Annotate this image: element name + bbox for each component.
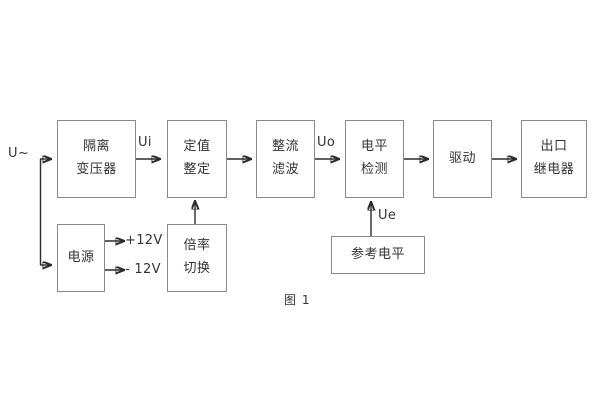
block-label-line1: 隔离 bbox=[82, 139, 110, 155]
block-isolation-transformer[interactable]: 隔离 变压器 bbox=[57, 120, 136, 198]
block-label-line2: 滤波 bbox=[271, 162, 299, 177]
label-minus-12v: - 12V bbox=[125, 262, 161, 277]
block-label-line1: 整流 bbox=[271, 139, 299, 155]
block-label-line1: 驱动 bbox=[448, 150, 476, 166]
block-label-line1: 参考电平 bbox=[350, 246, 405, 262]
block-label-line2: 切换 bbox=[183, 261, 211, 276]
block-power-supply[interactable]: 电源 bbox=[57, 224, 105, 292]
label-input-voltage: U~ bbox=[8, 146, 30, 161]
block-level-detect[interactable]: 电平 检测 bbox=[345, 120, 404, 198]
block-setting-adjust[interactable]: 定值 整定 bbox=[167, 120, 227, 198]
block-label-line1: 倍率 bbox=[183, 238, 211, 254]
label-ue: Ue bbox=[378, 208, 397, 223]
block-label-line2: 整定 bbox=[183, 162, 211, 177]
block-output-relay[interactable]: 出口 继电器 bbox=[521, 120, 587, 198]
block-drive[interactable]: 驱动 bbox=[433, 120, 492, 198]
block-label-line2: 变压器 bbox=[76, 162, 117, 177]
label-uo: Uo bbox=[317, 135, 336, 150]
figure-caption: 图 1 bbox=[284, 293, 311, 307]
block-label-line2: 检测 bbox=[360, 162, 388, 177]
block-multiplier-switch[interactable]: 倍率 切换 bbox=[167, 224, 227, 292]
block-label-line1: 出口 bbox=[540, 139, 568, 155]
block-reference-level[interactable]: 参考电平 bbox=[331, 236, 425, 274]
block-rectify-filter[interactable]: 整流 滤波 bbox=[256, 120, 315, 198]
block-label-line1: 电源 bbox=[67, 249, 95, 265]
block-label-line1: 定值 bbox=[183, 139, 211, 155]
block-label-line1: 电平 bbox=[360, 139, 388, 155]
block-label-line2: 继电器 bbox=[533, 162, 575, 177]
label-plus-12v: +12V bbox=[125, 233, 163, 248]
label-ui: Ui bbox=[138, 135, 152, 150]
